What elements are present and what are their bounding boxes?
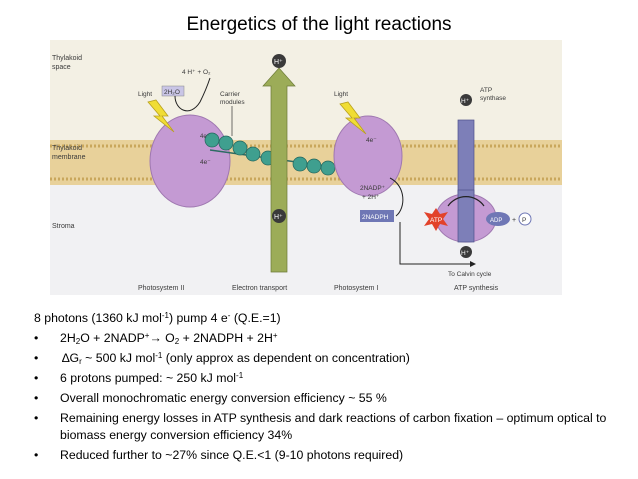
- b6-text: Reduced further to ~27% since Q.E.<1 (9-…: [60, 448, 404, 462]
- label-adp: ADP: [490, 218, 502, 224]
- bullet-energy-losses: Remaining energy losses in ATP synthesis…: [34, 410, 624, 444]
- carrier-module: [245, 146, 261, 162]
- photosystem-ii-shape: [149, 114, 231, 208]
- b1-text-d: + 2NADPH + 2H: [179, 331, 273, 345]
- adp-shape: [486, 212, 510, 226]
- label-e4-right: 4e⁻: [366, 137, 377, 144]
- label-e4-left: 4e⁻: [200, 159, 211, 166]
- calvin-arrowhead: [470, 261, 476, 267]
- label-thylakoid-space-2: space: [52, 64, 71, 71]
- label-nadp-2: + 2H⁺: [362, 194, 380, 201]
- bullet-protons: 6 protons pumped: ~ 250 kJ mol-1: [34, 370, 624, 387]
- proton-bottom-marker: [272, 209, 286, 223]
- atp-star-icon: [424, 208, 448, 231]
- label-water: 2H₂O: [164, 89, 180, 96]
- slide-body: 8 photons (1360 kJ mol-1) pump 4 e- (Q.E…: [34, 310, 624, 464]
- label-carrier-2: modules: [220, 99, 245, 106]
- lightning-right-icon: [339, 101, 367, 135]
- label-e4-carrier: 4e⁻: [200, 134, 210, 140]
- nadp-reduction-arrow: [389, 177, 404, 217]
- light-reactions-diagram: Thylakoid space Thylakoid membrane Strom…: [50, 40, 562, 295]
- label-light-left: Light: [138, 91, 152, 98]
- synthase-proton-bottom-marker: [460, 246, 472, 258]
- label-thylakoid-membrane-1: Thylakoid: [52, 145, 82, 152]
- bullet-reduced: Reduced further to ~27% since Q.E.<1 (9-…: [34, 447, 624, 464]
- label-atp-synthase-1: ATP: [480, 87, 492, 94]
- label-photosystem-i: Photosystem I: [334, 285, 378, 292]
- b1-sub-2: 2: [174, 337, 180, 346]
- label-stroma: Stroma: [52, 223, 75, 230]
- carrier-module: [204, 132, 220, 148]
- carrier-module: [306, 158, 322, 174]
- intro-line: 8 photons (1360 kJ mol-1) pump 4 e- (Q.E…: [34, 310, 624, 327]
- label-oxygen: 4 H⁺ + O₂: [182, 69, 211, 76]
- label-nadph: 2NADPH: [362, 214, 389, 221]
- b3-sup-1: -1: [236, 371, 244, 380]
- b3-text-a: 6 protons pumped: ~ 250 kJ mol: [60, 371, 237, 385]
- lightning-left-icon: [147, 99, 175, 133]
- synthase-rotation-arrow: [447, 196, 485, 207]
- photosystem-i-shape: [333, 115, 403, 197]
- carrier-module: [218, 135, 234, 151]
- thylakoid-space-region: [50, 40, 562, 140]
- label-photosystem-ii: Photosystem II: [138, 285, 184, 292]
- b1-sup-1: +: [144, 331, 150, 340]
- label-hplus-bottom: H⁺: [274, 214, 283, 221]
- bullet-reaction: 2H2O + 2NADP+→ O2 + 2NADPH + 2H+: [34, 330, 624, 347]
- label-electron-transport: Electron transport: [232, 285, 287, 292]
- label-nadp-1: 2NADP⁺: [360, 185, 386, 192]
- label-thylakoid-space-1: Thylakoid: [52, 55, 82, 62]
- b5-text: Remaining energy losses in ATP synthesis…: [60, 411, 607, 442]
- label-carrier-1: Carrier: [220, 91, 241, 98]
- b1-text-a: 2H: [60, 331, 76, 345]
- b2-text-a: ∆G: [62, 351, 80, 365]
- carrier-module: [232, 140, 248, 156]
- carrier-module: [292, 156, 308, 172]
- proton-top-marker: [272, 54, 286, 68]
- label-hplus-synthase-bottom: H⁺: [461, 250, 470, 257]
- diagram-svg: Thylakoid space Thylakoid membrane Strom…: [50, 40, 562, 295]
- b2-text-c: (only approx as dependent on concentrati…: [162, 351, 410, 365]
- b2-sub-1: r: [79, 357, 82, 366]
- label-atp-synthase-2: synthase: [480, 95, 506, 102]
- b4-text: Overall monochromatic energy conversion …: [60, 391, 387, 405]
- b2-sup-1: -1: [155, 351, 163, 360]
- b1-sup-2: +: [272, 331, 278, 340]
- b1-text-c: → O: [149, 331, 175, 345]
- atp-synthase-core: [457, 189, 475, 243]
- intro-sup-1: -1: [161, 311, 169, 320]
- intro-text-c: (Q.E.=1): [230, 311, 281, 325]
- label-hplus-top: H⁺: [274, 59, 283, 66]
- water-box: [161, 85, 185, 97]
- b1-sub-1: 2: [75, 337, 81, 346]
- carrier-module: [320, 160, 336, 176]
- label-pi: P: [522, 217, 526, 224]
- calvin-cycle-arrow: [399, 222, 470, 265]
- intro-sup-2: -: [227, 311, 231, 320]
- water-split-arrow: [174, 77, 211, 112]
- label-hplus-synthase-top: H⁺: [461, 98, 470, 105]
- phosphate-shape: [518, 212, 532, 226]
- label-atp: ATP: [430, 217, 442, 224]
- label-thylakoid-membrane-2: membrane: [52, 154, 86, 161]
- label-light-right: Light: [334, 91, 348, 98]
- proton-pump-arrow: [262, 67, 296, 273]
- synthase-proton-top-marker: [460, 94, 472, 106]
- label-atp-synthesis: ATP synthesis: [454, 285, 499, 292]
- b1-text-b: O + 2NADP: [80, 331, 145, 345]
- intro-text-b: ) pump 4 e: [168, 311, 228, 325]
- nadph-box: [360, 210, 394, 222]
- b2-text-b: ~ 500 kJ mol: [81, 351, 156, 365]
- intro-text-a: 8 photons (1360 kJ mol: [34, 311, 162, 325]
- plus-sign: +: [512, 217, 516, 224]
- bullet-efficiency: Overall monochromatic energy conversion …: [34, 390, 624, 407]
- bullet-delta-g: ∆Gr ~ 500 kJ mol-1 (only approx as depen…: [34, 350, 624, 367]
- label-to-calvin: To Calvin cycle: [448, 271, 492, 278]
- slide-title: Energetics of the light reactions: [186, 14, 452, 35]
